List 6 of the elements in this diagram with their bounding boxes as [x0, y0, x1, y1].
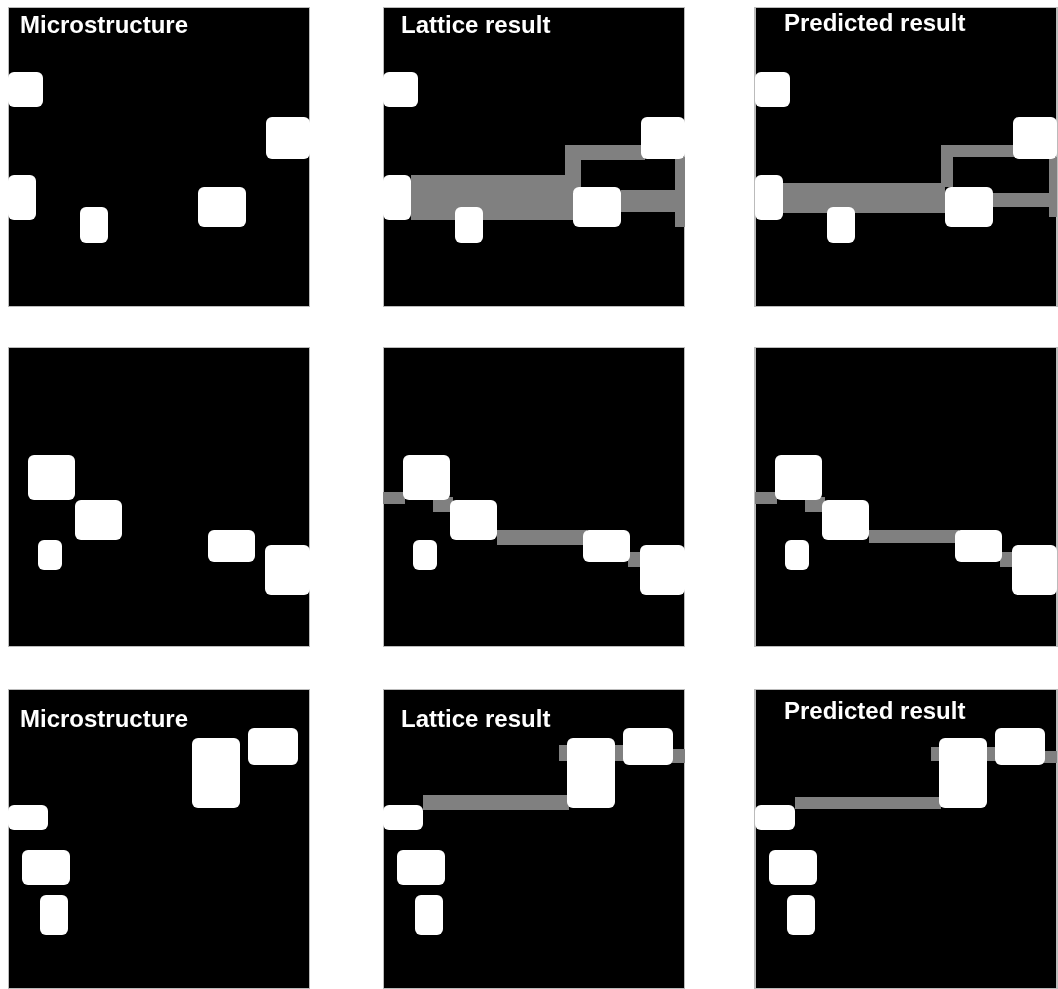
panel-title: Predicted result — [784, 696, 966, 726]
panel-title: Lattice result — [401, 10, 551, 40]
panel-title: Microstructure — [20, 10, 189, 40]
panel-title: Predicted result — [784, 8, 966, 38]
panel-title: Lattice result — [401, 704, 551, 734]
panel-title: Microstructure — [20, 704, 189, 734]
